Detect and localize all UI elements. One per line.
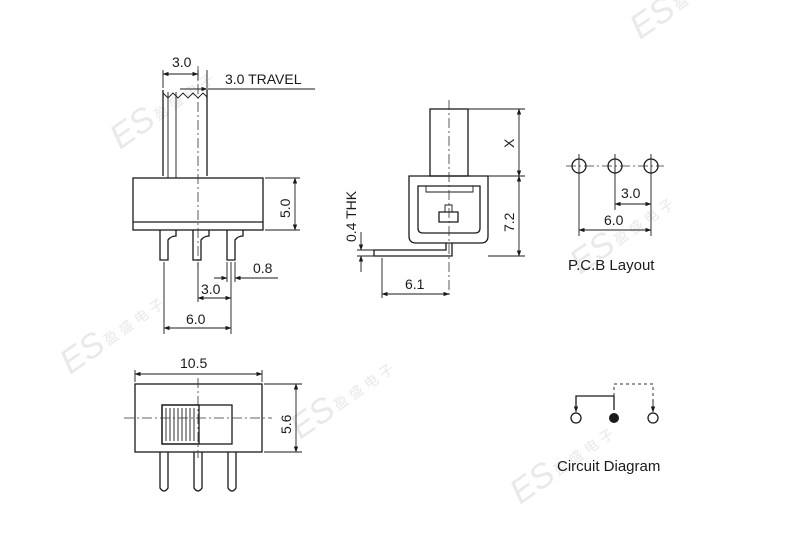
- top-pin-middle: [193, 452, 203, 492]
- top-slide-window: [161, 404, 233, 445]
- circuit-diagram: Circuit Diagram: [557, 383, 660, 475]
- side-pin-right: [226, 230, 244, 261]
- circuit-dashed-link: [613, 383, 654, 410]
- dim-pin-span: 6.0: [186, 311, 206, 327]
- pcb-layout: 3.0 6.0 P.C.B Layout: [566, 154, 664, 274]
- dim-travel: 3.0 TRAVEL: [225, 71, 302, 87]
- watermark-brand: ES: [623, 0, 682, 47]
- circuit-terminal-right: [647, 412, 659, 424]
- dim-body-height-end: 7.2: [501, 212, 517, 232]
- side-view: 3.0 3.0 TRAVEL 5.0 0.8 3.0 6.0: [132, 54, 315, 334]
- end-body-inner: [417, 185, 481, 234]
- dim-ext-thickness: [357, 249, 374, 257]
- dim-top-width: 5.6: [278, 414, 294, 434]
- circuit-diagram-caption: Circuit Diagram: [557, 458, 660, 475]
- circuit-solid-link: [575, 395, 615, 410]
- dim-lead-length: 6.1: [405, 276, 425, 292]
- dim-body-height: 5.0: [277, 198, 293, 218]
- dim-ext-top-length: [134, 370, 263, 382]
- dim-actuator-width: 3.0: [172, 54, 192, 70]
- dim-pcb-pitch: 3.0: [621, 185, 641, 201]
- top-pin-right: [227, 452, 237, 492]
- dim-top-length: 10.5: [180, 355, 207, 371]
- circuit-terminal-common: [609, 413, 619, 423]
- dim-pin-pitch: 3.0: [201, 281, 221, 297]
- dim-ext-pin-pitch: [197, 262, 232, 302]
- pcb-hole-vertical-centerlines: [578, 154, 652, 178]
- actuator-outline: [162, 90, 208, 176]
- top-body: [134, 383, 263, 453]
- circuit-terminal-left: [570, 412, 582, 424]
- dim-thickness: 0.4 THK: [343, 190, 359, 242]
- side-pin-middle: [192, 230, 210, 261]
- dim-pin-width: 0.8: [253, 260, 273, 276]
- actuator-break-line: [162, 92, 208, 99]
- end-body-outer: [408, 175, 489, 244]
- watermark-brand: ES: [503, 454, 562, 511]
- side-pin-left: [159, 230, 177, 261]
- dim-x: X: [501, 138, 517, 148]
- top-knob-ridges: [165, 408, 195, 441]
- watermark-text: 盈 盛 电 子: [671, 0, 737, 14]
- pcb-layout-caption: P.C.B Layout: [568, 257, 655, 274]
- watermark-text: 盈 盛 电 子: [331, 361, 397, 414]
- top-pin-left: [159, 452, 169, 492]
- watermark-brand: ES: [53, 324, 112, 381]
- end-lead: [373, 243, 453, 257]
- end-contact: [438, 211, 459, 223]
- dim-pcb-span: 6.0: [604, 212, 624, 228]
- end-view: X 7.2 0.4 THK 6.1: [343, 100, 525, 298]
- watermark-text: 盈 盛 电 子: [101, 296, 167, 349]
- end-contact-top: [444, 204, 453, 212]
- top-actuator-knob: [161, 404, 200, 445]
- actuator-inner-lines: [167, 92, 177, 178]
- top-view: 10.5 5.6: [124, 355, 302, 492]
- watermark-brand: ES: [103, 99, 162, 156]
- end-body-slot: [425, 186, 474, 193]
